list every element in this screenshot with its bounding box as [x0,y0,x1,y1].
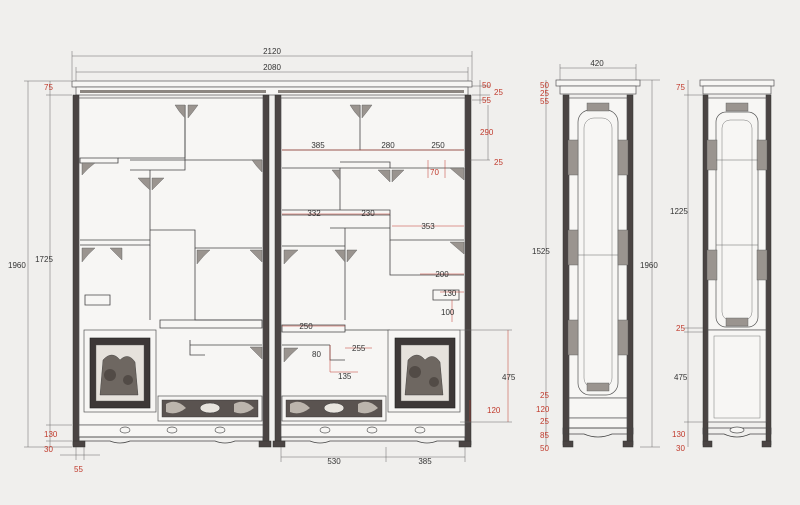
dim-left-base1: 130 [44,430,58,439]
dim-side-b-30: 30 [676,444,685,453]
dim-230: 230 [361,209,375,218]
front-elevation: 2120 2080 [8,47,516,474]
dim-200: 200 [435,270,449,279]
dim-foot: 55 [74,465,83,474]
dim-side-b-130: 130 [672,430,686,439]
dim-right-25b: 25 [494,158,503,167]
side-elevation-b: 75 1225 25 475 130 30 [670,79,775,453]
dim-side-b-lower: 475 [674,373,688,382]
dim-left-total: 1960 [8,261,26,270]
dim-80: 80 [312,350,321,359]
dim-overall-width: 2120 [263,47,281,56]
side-b-ornaments [706,102,768,327]
dim-left-body: 1725 [35,255,53,264]
dim-332: 332 [307,209,321,218]
dim-side-a-50: 50 [540,81,549,90]
dim-right-50: 50 [482,81,491,90]
dim-right-25: 25 [494,88,503,97]
dim-385: 385 [311,141,325,150]
dim-side-a-b85: 85 [540,431,549,440]
dim-side-b-75: 75 [676,83,685,92]
dim-353: 353 [421,222,435,231]
dim-right-55: 55 [482,96,491,105]
dim-130: 130 [443,289,457,298]
dim-side-a-total: 1960 [640,261,658,270]
dim-120: 120 [487,406,501,415]
dim-side-a-body: 1525 [532,247,550,256]
dim-side-a-b25: 25 [540,391,549,400]
dim-70: 70 [430,168,439,177]
side-lattice-ornaments [567,102,629,392]
dim-side-b-upper: 1225 [670,207,688,216]
dim-250: 250 [431,141,445,150]
dim-inner-width: 2080 [263,63,281,72]
side-elevation-a: 420 50 25 55 1525 1960 2 [532,59,660,453]
dim-left-base2: 30 [44,445,53,454]
dim-280: 280 [381,141,395,150]
dim-right-290: 290 [480,128,494,137]
dim-side-a-b25b: 25 [540,417,549,426]
dim-bottom-385: 385 [418,457,432,466]
dim-side-top-width: 420 [590,59,604,68]
dim-100: 100 [441,308,455,317]
bracket-ornaments-left [81,104,263,360]
dim-left-top: 75 [44,83,53,92]
dim-135: 135 [338,372,352,381]
dim-255: 255 [352,344,366,353]
dim-bottom-530: 530 [327,457,341,466]
dim-side-a-25: 25 [540,89,549,98]
dim-side-b-25: 25 [676,324,685,333]
bracket-ornaments-right [283,104,465,363]
dim-250b: 250 [299,322,313,331]
dim-side-a-55: 55 [540,97,549,106]
dim-side-a-b120: 120 [536,405,550,414]
dim-475: 475 [502,373,516,382]
dim-side-a-b50: 50 [540,444,549,453]
